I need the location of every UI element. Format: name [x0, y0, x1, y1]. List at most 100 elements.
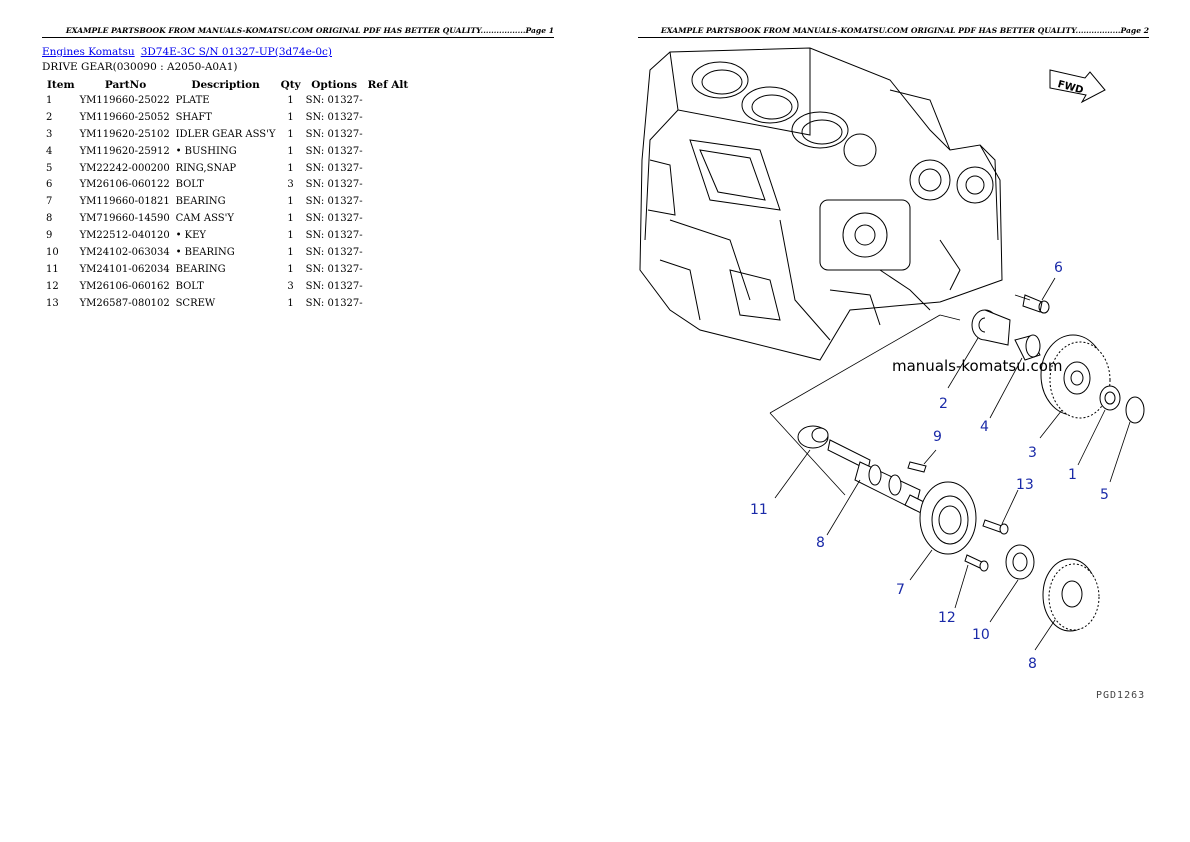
cell-item: 1 [46, 94, 53, 106]
cell-partno: YM24101-062034 [79, 263, 170, 275]
watermark-text: manuals-komatsu.com [892, 357, 1063, 375]
cell-qty: 1 [287, 145, 294, 157]
part-bearing-7 [919, 481, 977, 555]
cell-qty: 1 [287, 297, 294, 309]
cell-ref-alt [365, 210, 412, 227]
callout-11: 11 [750, 502, 768, 518]
cell-ref-alt [365, 176, 412, 193]
cell-item: 5 [46, 162, 53, 174]
cell-ref-alt [365, 278, 412, 295]
callout-4: 4 [980, 419, 989, 435]
cell-partno: YM719660-14590 [79, 213, 170, 225]
cell-ref-alt [365, 143, 412, 160]
col-header-ref-alt: Ref Alt [367, 78, 409, 91]
cell-partno: YM119660-25052 [79, 111, 170, 123]
cell-ref-alt [365, 193, 412, 210]
leader-lines [774, 277, 1131, 651]
cell-qty: 3 [287, 179, 294, 191]
callout-2: 2 [939, 396, 948, 412]
part-cam-shaft-8 [827, 439, 931, 516]
cell-description: PLATE [175, 94, 210, 106]
callout-7: 7 [896, 582, 905, 598]
part-snap-ring-5 [1125, 396, 1145, 424]
callout-10: 10 [972, 627, 990, 643]
cell-item: 11 [46, 263, 59, 275]
page-header-right: EXAMPLE PARTSBOOK FROM MANUALS-KOMATSU.C… [638, 27, 1149, 38]
cell-qty: 1 [287, 196, 294, 208]
part-shaft-2 [971, 309, 1011, 346]
cell-options: SN: 01327- [305, 230, 363, 242]
col-header-qty: Qty [280, 78, 301, 91]
part-key-9 [907, 461, 927, 473]
table-row: 9 YM22512-040120 • KEY 1 SN: 01327- [44, 227, 411, 244]
cell-description: BOLT [175, 280, 204, 292]
table-header-row: Item PartNo Description Qty Options Ref … [44, 77, 411, 92]
cell-options: SN: 01327- [305, 179, 363, 191]
table-row: 1 YM119660-25022 PLATE 1 SN: 01327- [44, 92, 411, 109]
callout-1: 1 [1068, 467, 1077, 483]
cell-ref-alt [365, 295, 412, 312]
cell-partno: YM119660-25022 [79, 94, 170, 106]
part-bushing-4 [1014, 334, 1041, 361]
table-row: 8 YM719660-14590 CAM ASS'Y 1 SN: 01327- [44, 210, 411, 227]
cell-qty: 3 [287, 280, 294, 292]
cell-qty: 1 [287, 94, 294, 106]
col-header-options: Options [311, 78, 358, 91]
part-bolt-12 [964, 554, 989, 572]
cell-options: SN: 01327- [305, 111, 363, 123]
cell-description: BOLT [175, 179, 204, 191]
part-idler-gear-3 [1040, 334, 1111, 419]
cell-description: RING,SNAP [175, 162, 237, 174]
cell-description: • BEARING [175, 246, 235, 258]
cell-description: • BUSHING [175, 145, 237, 157]
callout-5: 5 [1100, 487, 1109, 503]
cell-partno: YM26106-060122 [79, 179, 170, 191]
cell-item: 4 [46, 145, 53, 157]
col-header-item: Item [47, 78, 75, 91]
cell-description: SCREW [175, 297, 216, 309]
cell-qty: 1 [287, 162, 294, 174]
callout-9: 9 [933, 429, 942, 445]
breadcrumb-link-model[interactable]: 3D74E-3C S/N 01327-UP(3d74e-0c) [140, 46, 333, 58]
cell-options: SN: 01327- [305, 145, 363, 157]
cell-item: 10 [46, 246, 59, 258]
callout-12: 12 [938, 610, 956, 626]
cell-options: SN: 01327- [305, 94, 363, 106]
cell-item: 7 [46, 196, 53, 208]
engine-block-drawing [639, 47, 1003, 361]
part-bearing-11 [797, 425, 829, 449]
page-header-left: EXAMPLE PARTSBOOK FROM MANUALS-KOMATSU.C… [42, 27, 554, 38]
callout-8-upper: 8 [816, 535, 825, 551]
cell-options: SN: 01327- [305, 213, 363, 225]
cell-description: CAM ASS'Y [175, 213, 234, 225]
cell-item: 6 [46, 179, 53, 191]
cell-description: • KEY [175, 230, 207, 242]
cell-ref-alt [365, 92, 412, 109]
cell-item: 2 [46, 111, 53, 123]
cell-qty: 1 [287, 111, 294, 123]
cell-item: 9 [46, 230, 53, 242]
figure-code: PGD1263 [1096, 690, 1145, 701]
breadcrumb-link-engines[interactable]: Engines Komatsu [42, 46, 135, 58]
callout-8-lower: 8 [1028, 656, 1037, 672]
cell-item: 3 [46, 128, 53, 140]
cell-description: BEARING [175, 196, 226, 208]
part-bolt-6 [1022, 294, 1050, 314]
cell-qty: 1 [287, 213, 294, 225]
cell-qty: 1 [287, 230, 294, 242]
cell-options: SN: 01327- [305, 297, 363, 309]
cell-description: IDLER GEAR ASS'Y [175, 128, 276, 140]
cell-item: 8 [46, 213, 53, 225]
cell-ref-alt [365, 109, 412, 126]
cell-partno: YM22512-040120 [79, 230, 170, 242]
col-header-description: Description [191, 78, 260, 91]
col-header-partno: PartNo [104, 78, 147, 91]
